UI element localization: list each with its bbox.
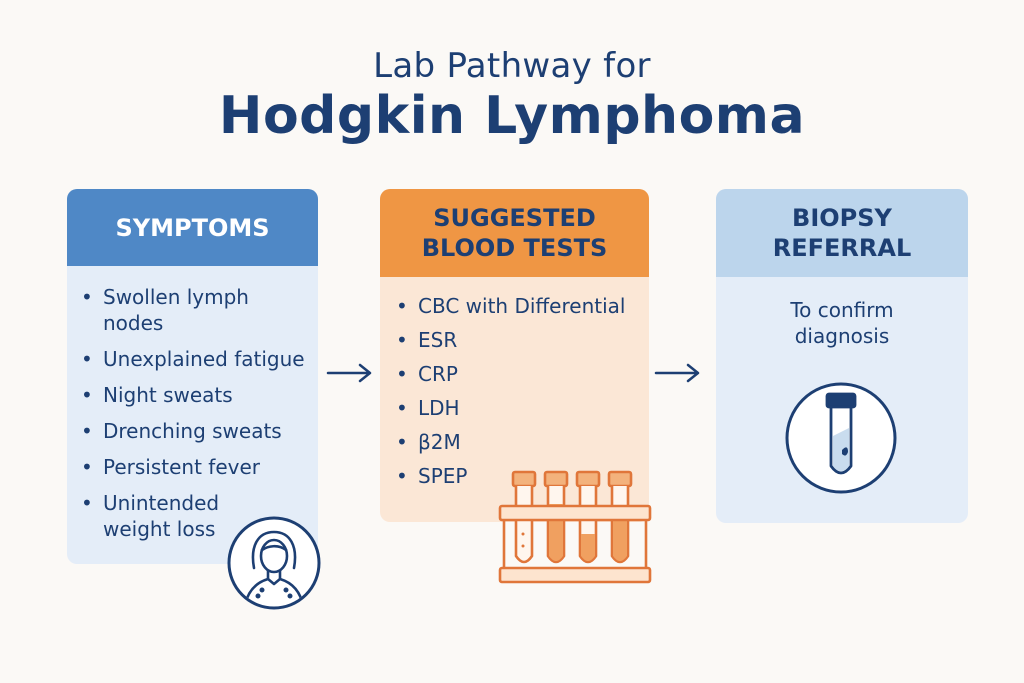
blood-test-item: SPEP — [396, 463, 649, 489]
blood-tests-card: SUGGESTED BLOOD TESTS CBC with Different… — [380, 189, 649, 522]
biopsy-text-line-2: diagnosis — [794, 324, 890, 348]
symptom-item: Drenching sweats — [81, 418, 318, 444]
biopsy-heading-line-2: REFERRAL — [772, 234, 912, 262]
biopsy-heading-line-1: BIOPSY — [792, 204, 892, 232]
blood-tests-heading: SUGGESTED BLOOD TESTS — [380, 189, 649, 277]
symptom-item: Night sweats — [81, 382, 318, 408]
blood-test-item: ESR — [396, 327, 649, 353]
title-line-2: Hodgkin Lymphoma — [218, 86, 806, 146]
biopsy-description: To confirm diagnosis — [716, 277, 968, 349]
symptoms-heading: SYMPTOMS — [67, 189, 318, 266]
woman-patient-icon — [227, 516, 321, 610]
symptom-item: Unintended weight loss — [81, 490, 243, 542]
right-arrow-icon — [654, 363, 700, 383]
blood-test-item: LDH — [396, 395, 649, 421]
blood-tests-list: CBC with Differential ESR CRP LDH β2M SP… — [380, 277, 649, 489]
blood-tests-heading-line-1: SUGGESTED — [433, 204, 596, 232]
specimen-tube-icon — [785, 382, 897, 494]
right-arrow-icon — [326, 363, 372, 383]
symptom-item: Swollen lymph nodes — [81, 284, 263, 336]
symptoms-list: Swollen lymph nodes Unexplained fatigue … — [67, 266, 318, 542]
title-line-1: Lab Pathway for — [373, 46, 651, 86]
symptom-item: Persistent fever — [81, 454, 318, 480]
blood-tests-heading-line-2: BLOOD TESTS — [421, 234, 608, 262]
blood-test-item: CBC with Differential — [396, 293, 649, 319]
blood-test-item: CRP — [396, 361, 649, 387]
symptom-item: Unexplained fatigue — [81, 346, 318, 372]
blood-test-item: β2M — [396, 429, 649, 455]
biopsy-heading: BIOPSY REFERRAL — [716, 189, 968, 277]
biopsy-text-line-1: To confirm — [790, 298, 894, 322]
test-tube-rack-icon — [498, 470, 652, 584]
symptoms-card: SYMPTOMS Swollen lymph nodes Unexplained… — [67, 189, 318, 564]
